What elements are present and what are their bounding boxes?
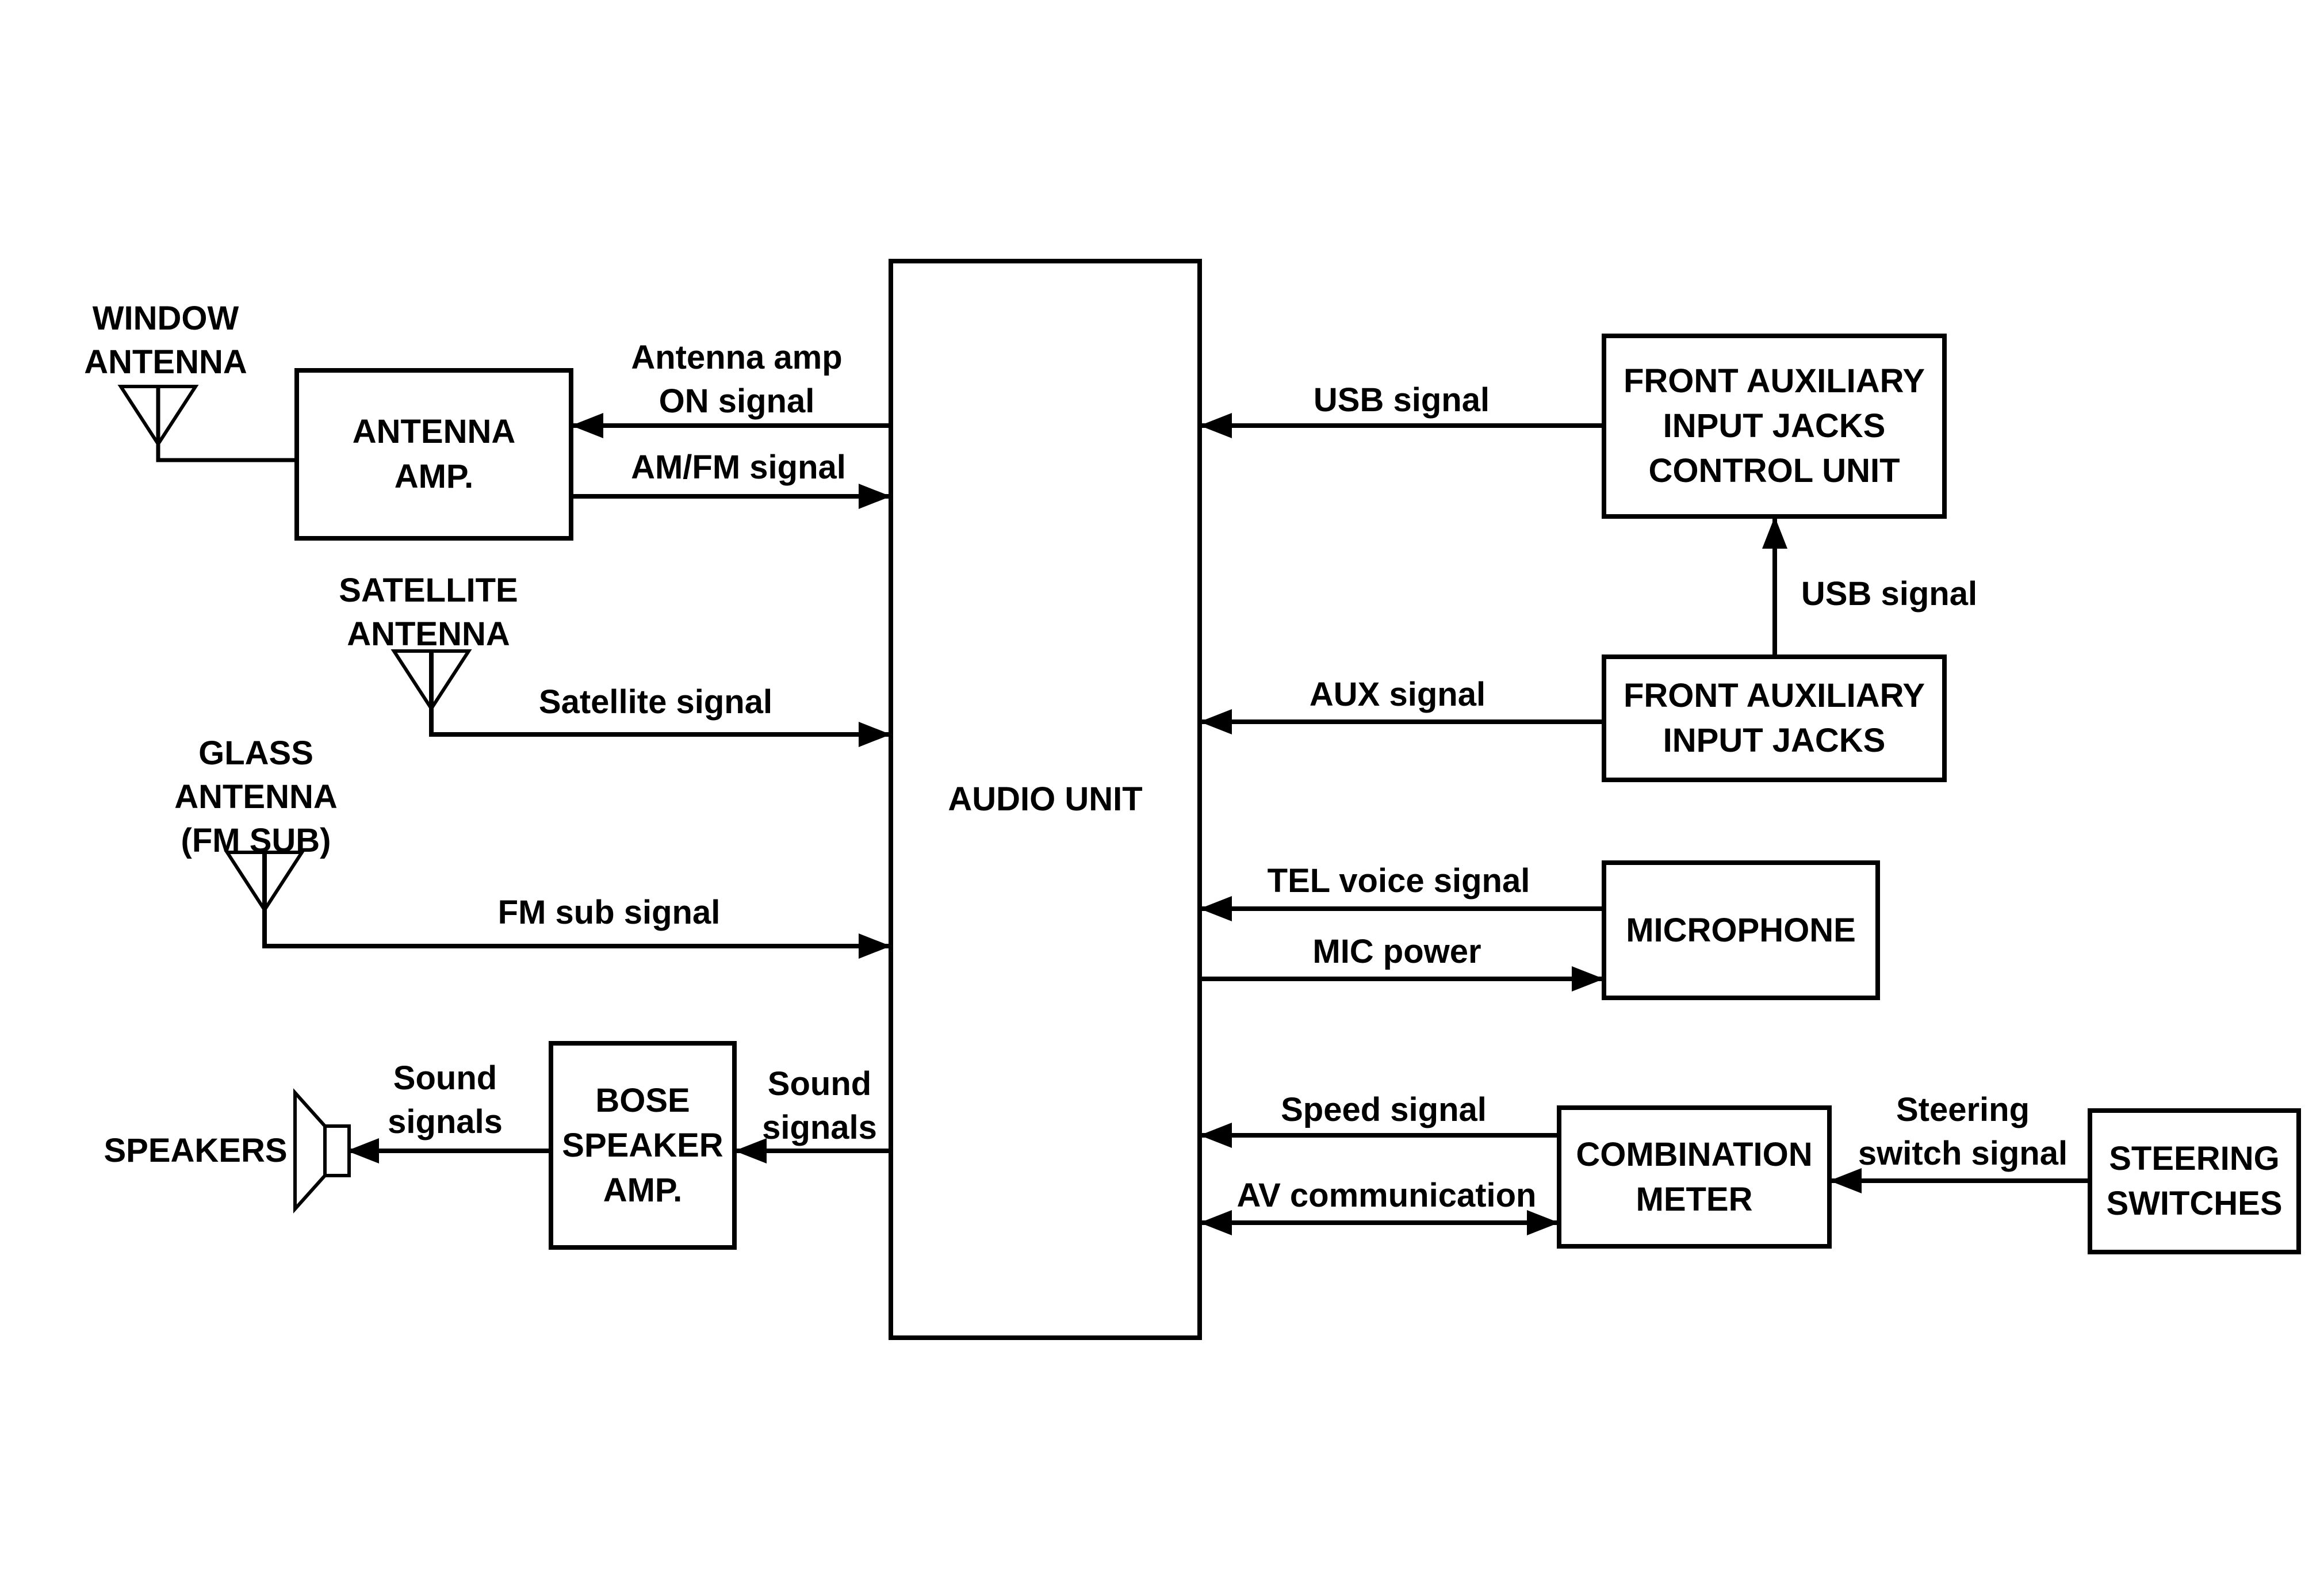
speakers-caption-line: SPEAKERS xyxy=(104,1132,288,1169)
label-line: MIC power xyxy=(1312,933,1481,970)
label-sound-signals-left: Sound signals xyxy=(388,1057,503,1144)
audio-unit-box: AUDIO UNIT xyxy=(889,259,1202,1340)
label-line: AV communication xyxy=(1236,1177,1537,1214)
label-line: Satellite signal xyxy=(538,683,773,721)
satellite-antenna-caption-line: SATELLITE xyxy=(339,572,518,609)
label-line: Antenna amp xyxy=(631,339,843,376)
label-am-fm-signal: AM/FM signal xyxy=(631,446,846,489)
bose-speaker-amp-label: BOSE xyxy=(595,1081,690,1119)
audio-unit-label: AUDIO UNIT xyxy=(948,780,1143,818)
front-aux-input-jacks-label: INPUT JACKS xyxy=(1663,722,1886,759)
fm-sub-signal-arrow xyxy=(262,852,891,959)
glass-antenna-caption: GLASS ANTENNA (FM SUB) xyxy=(174,732,338,863)
bose-speaker-amp-box: BOSE SPEAKER AMP. xyxy=(549,1041,737,1250)
microphone-box: MICROPHONE xyxy=(1602,860,1880,1000)
label-line: Speed signal xyxy=(1281,1091,1487,1128)
window-antenna-caption-line: WINDOW xyxy=(92,300,239,337)
label-fm-sub-signal: FM sub signal xyxy=(498,891,721,935)
label-sound-signals-right: Sound signals xyxy=(762,1062,877,1150)
bose-speaker-amp-label: AMP. xyxy=(603,1171,683,1209)
label-tel-voice-signal: TEL voice signal xyxy=(1268,859,1530,903)
combination-meter-box: COMBINATION METER xyxy=(1557,1105,1832,1249)
front-aux-control-unit-label: FRONT AUXILIARY xyxy=(1623,362,1925,400)
label-satellite-signal: Satellite signal xyxy=(539,680,772,724)
front-aux-control-unit-box: FRONT AUXILIARY INPUT JACKS CONTROL UNIT xyxy=(1602,334,1947,519)
glass-antenna-caption-line: GLASS xyxy=(198,734,313,772)
antenna-amp-box: ANTENNA AMP. xyxy=(294,368,573,541)
window-antenna-wire xyxy=(156,386,294,462)
speakers-caption: SPEAKERS xyxy=(104,1129,287,1173)
window-antenna-caption: WINDOW ANTENNA xyxy=(84,297,247,384)
label-antenna-amp-on-signal: Antenna amp ON signal xyxy=(631,336,842,423)
label-speed-signal: Speed signal xyxy=(1281,1088,1487,1132)
bose-speaker-amp-label: SPEAKER xyxy=(562,1126,723,1164)
front-aux-control-unit-label: INPUT JACKS xyxy=(1663,407,1886,445)
label-aux-signal: AUX signal xyxy=(1310,673,1485,717)
steering-switches-label: SWITCHES xyxy=(2106,1185,2283,1222)
window-antenna-caption-line: ANTENNA xyxy=(84,343,247,381)
label-line: USB signal xyxy=(1313,381,1490,419)
steering-switches-box: STEERING SWITCHES xyxy=(2088,1108,2301,1254)
label-line: Sound xyxy=(767,1065,872,1103)
satellite-signal-arrow xyxy=(429,651,891,747)
label-line: ON signal xyxy=(658,382,815,420)
label-usb-signal-vertical: USB signal xyxy=(1801,572,1977,616)
label-line: switch signal xyxy=(1858,1135,2068,1172)
label-line: Sound xyxy=(393,1059,497,1097)
label-line: AM/FM signal xyxy=(631,449,846,486)
label-line: signals xyxy=(762,1109,877,1146)
label-line: USB signal xyxy=(1801,575,1978,613)
speaker-icon xyxy=(323,1124,351,1177)
speaker-cone-icon xyxy=(293,1088,327,1214)
glass-antenna-caption-line: ANTENNA xyxy=(174,778,338,816)
label-line: FM sub signal xyxy=(497,894,721,931)
label-steering-switch-signal: Steering switch signal xyxy=(1858,1088,2068,1176)
satellite-antenna-caption-line: ANTENNA xyxy=(347,615,510,653)
label-av-communication: AV communication xyxy=(1237,1174,1537,1218)
front-aux-control-unit-label: CONTROL UNIT xyxy=(1648,452,1900,489)
label-line: Steering xyxy=(1896,1091,2030,1128)
label-line: AUX signal xyxy=(1309,676,1486,713)
combination-meter-label: COMBINATION xyxy=(1576,1135,1813,1173)
combination-meter-label: METER xyxy=(1636,1180,1753,1218)
label-line: signals xyxy=(388,1103,503,1140)
satellite-antenna-caption: SATELLITE ANTENNA xyxy=(339,569,518,656)
steering-switches-label: STEERING xyxy=(2109,1140,2280,1177)
label-usb-signal-top: USB signal xyxy=(1314,378,1490,422)
label-line: TEL voice signal xyxy=(1267,862,1530,899)
antenna-amp-label: AMP. xyxy=(394,458,474,495)
antenna-amp-label: ANTENNA xyxy=(352,413,516,450)
front-aux-input-jacks-label: FRONT AUXILIARY xyxy=(1623,677,1925,714)
label-mic-power: MIC power xyxy=(1312,930,1481,974)
microphone-label: MICROPHONE xyxy=(1626,911,1856,949)
front-aux-input-jacks-box: FRONT AUXILIARY INPUT JACKS xyxy=(1602,654,1947,782)
glass-antenna-caption-line: (FM SUB) xyxy=(181,822,331,859)
